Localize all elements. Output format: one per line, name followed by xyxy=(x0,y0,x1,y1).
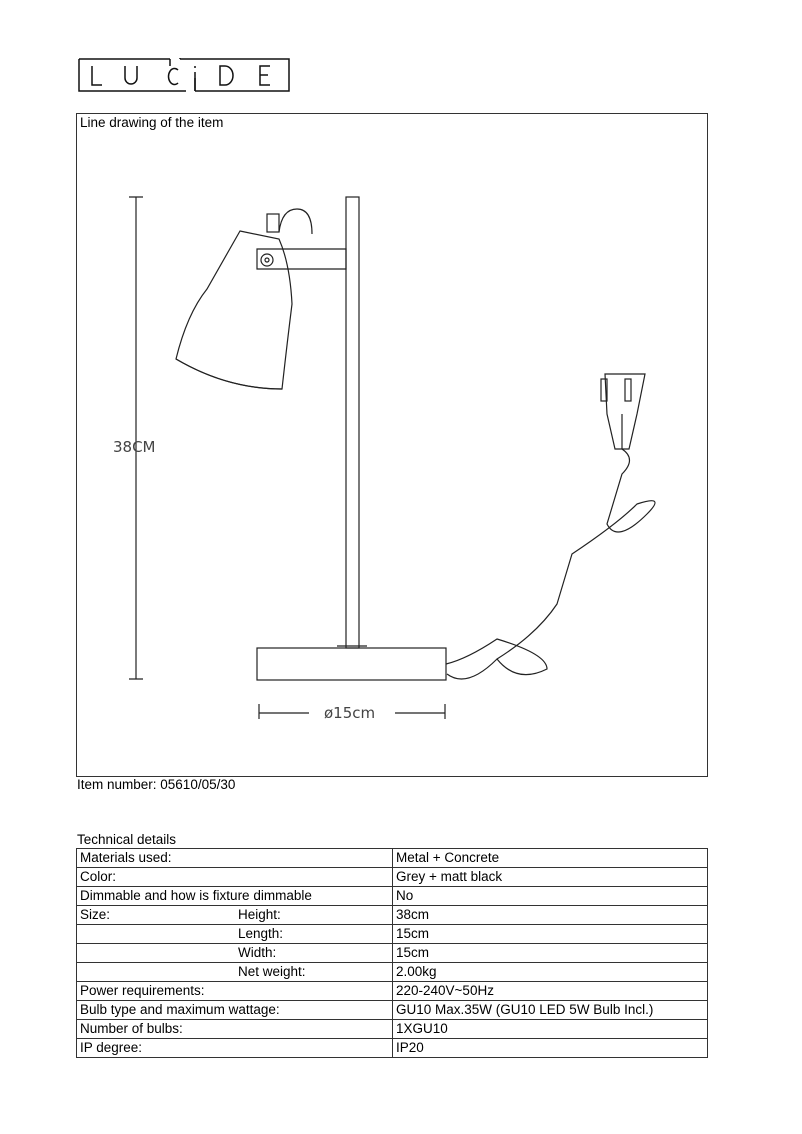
row-label-cell: Power requirements: xyxy=(76,981,393,1001)
row-value: Metal + Concrete xyxy=(392,848,708,868)
row-label: Number of bulbs: xyxy=(80,1021,183,1036)
row-value: 15cm xyxy=(392,924,708,944)
height-dimension-label: 38CM xyxy=(113,438,156,456)
row-value: Grey + matt black xyxy=(392,867,708,887)
table-row: IP degree: IP20 xyxy=(76,1038,708,1058)
row-label-cell: Number of bulbs: xyxy=(76,1019,393,1039)
row-label-cell: Size: Height: xyxy=(76,905,393,925)
table-row: Color: Grey + matt black xyxy=(76,867,708,887)
row-sublabel: Height: xyxy=(238,907,281,922)
row-value: IP20 xyxy=(392,1038,708,1058)
table-row: Length: 15cm xyxy=(76,924,708,944)
row-value: 1XGU10 xyxy=(392,1019,708,1039)
row-label-cell: Dimmable and how is fixture dimmable xyxy=(76,886,393,906)
table-row: Bulb type and maximum wattage: GU10 Max.3… xyxy=(76,1000,708,1020)
row-label-cell: Length: xyxy=(76,924,393,944)
row-value: 220-240V~50Hz xyxy=(392,981,708,1001)
item-number: Item number: 05610/05/30 xyxy=(77,777,236,792)
row-value: No xyxy=(392,886,708,906)
row-label: Size: xyxy=(80,907,111,922)
row-sublabel: Width: xyxy=(238,945,277,960)
lamp-line-drawing: 38CM ø15cm xyxy=(113,196,656,722)
table-row: Net weight: 2.00kg xyxy=(76,962,708,982)
technical-details-title: Technical details xyxy=(77,832,177,847)
table-row: Size: Height: 38cm xyxy=(76,905,708,925)
row-value: GU10 Max.35W (GU10 LED 5W Bulb Incl.) xyxy=(392,1000,708,1020)
line-drawing-box: Line drawing of the item 38CM ø15cm xyxy=(76,113,708,777)
row-label: IP degree: xyxy=(80,1040,143,1055)
row-label: Materials used: xyxy=(80,850,172,865)
row-label-cell: Color: xyxy=(76,867,393,887)
table-row: Number of bulbs: 1XGU10 xyxy=(76,1019,708,1039)
row-label: Dimmable and how is fixture dimmable xyxy=(80,888,312,903)
width-dimension-label: ø15cm xyxy=(324,704,375,722)
lucide-logo xyxy=(78,58,290,92)
row-label: Color: xyxy=(80,869,117,884)
row-label-cell: Net weight: xyxy=(76,962,393,982)
drawing-caption: Line drawing of the item xyxy=(80,115,224,130)
row-sublabel: Net weight: xyxy=(238,964,306,979)
row-label-cell: IP degree: xyxy=(76,1038,393,1058)
row-value: 15cm xyxy=(392,943,708,963)
table-row: Power requirements: 220-240V~50Hz xyxy=(76,981,708,1001)
table-row: Dimmable and how is fixture dimmable No xyxy=(76,886,708,906)
row-label: Power requirements: xyxy=(80,983,205,998)
table-row: Width: 15cm xyxy=(76,943,708,963)
row-value: 2.00kg xyxy=(392,962,708,982)
row-sublabel: Length: xyxy=(238,926,284,941)
row-label-cell: Bulb type and maximum wattage: xyxy=(76,1000,393,1020)
row-value: 38cm xyxy=(392,905,708,925)
row-label-cell: Width: xyxy=(76,943,393,963)
row-label-cell: Materials used: xyxy=(76,848,393,868)
row-label: Bulb type and maximum wattage: xyxy=(80,1002,280,1017)
table-row: Materials used: Metal + Concrete xyxy=(76,848,708,868)
